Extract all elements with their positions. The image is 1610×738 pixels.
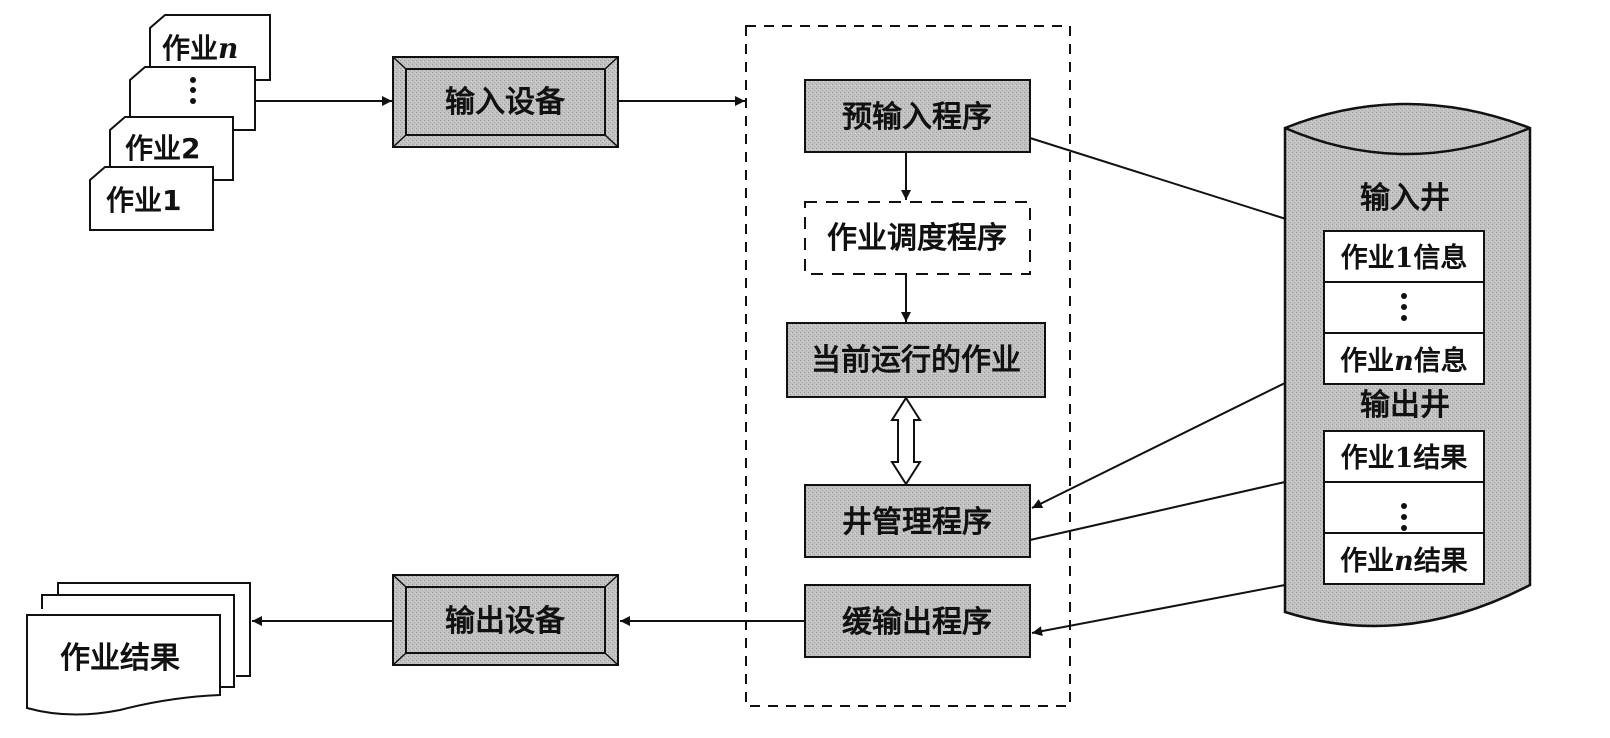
- pre-input-program-label: 预输入程序: [842, 100, 992, 135]
- input-well-row-n: 作业n信息: [1340, 345, 1468, 377]
- job-card-n: 作业n: [149, 14, 271, 81]
- output-well-row-1: 作业1结果: [1341, 443, 1468, 474]
- ellipsis-dot: [1401, 503, 1407, 509]
- job-results-label: 作业结果: [60, 641, 180, 676]
- line-well-manager-to-output-well: [1029, 481, 1286, 541]
- running-job-box: 当前运行的作业: [786, 322, 1046, 398]
- spool-output-program-label: 缓输出程序: [842, 605, 992, 640]
- bidirectional-arrow-icon: [890, 396, 922, 486]
- running-job-label: 当前运行的作业: [811, 343, 1021, 378]
- ellipsis-dot: [190, 77, 196, 83]
- job-card-1: 作业1: [89, 166, 214, 231]
- ellipsis-dot: [190, 98, 196, 104]
- output-well-row-n: 作业n结果: [1340, 546, 1468, 577]
- ellipsis-dot: [1401, 304, 1407, 310]
- output-well-title: 输出井: [1360, 388, 1450, 423]
- job-scheduler-box: 作业调度程序: [804, 201, 1031, 275]
- output-device: 输出设备: [392, 574, 619, 666]
- ellipsis-dot: [190, 87, 196, 93]
- pre-input-program-box: 预输入程序: [804, 79, 1031, 153]
- input-well-row-1: 作业1信息: [1341, 242, 1468, 274]
- ellipsis-dot: [1401, 514, 1407, 520]
- input-device: 输入设备: [392, 56, 619, 148]
- line-pre-input-to-input-well: [1029, 137, 1287, 220]
- well-manager-label: 井管理程序: [842, 505, 992, 540]
- ellipsis-dot: [1401, 525, 1407, 531]
- spool-output-program-box: 缓输出程序: [804, 584, 1031, 658]
- input-well-title: 输入井: [1360, 181, 1450, 216]
- input-well-table: 作业1信息 作业n信息: [1323, 230, 1485, 385]
- disk-cylinder: 输入井 作业1信息 作业n信息 输出井 作业1结果: [1283, 102, 1532, 628]
- job-card-n-label: 作业n: [162, 32, 238, 65]
- spooling-system-boundary: [745, 25, 1071, 707]
- well-manager-box: 井管理程序: [804, 484, 1031, 558]
- arrow-input-well-to-well-manager: [1031, 382, 1286, 509]
- input-device-label: 输入设备: [445, 85, 566, 120]
- ellipsis-dot: [1401, 293, 1407, 299]
- output-well-table: 作业1结果 作业n结果: [1323, 430, 1485, 585]
- job-card-2-label: 作业2: [125, 132, 201, 165]
- job-results-stack: 作业结果: [26, 582, 251, 716]
- input-jobs-stack: 作业n 作业2 作业1: [89, 14, 271, 231]
- arrow-output-well-to-spool-output: [1031, 584, 1286, 637]
- job-card-1-label: 作业1: [106, 184, 182, 217]
- ellipsis-dot: [1401, 315, 1407, 321]
- output-device-label: 输出设备: [445, 604, 566, 639]
- job-scheduler-label: 作业调度程序: [827, 221, 1007, 256]
